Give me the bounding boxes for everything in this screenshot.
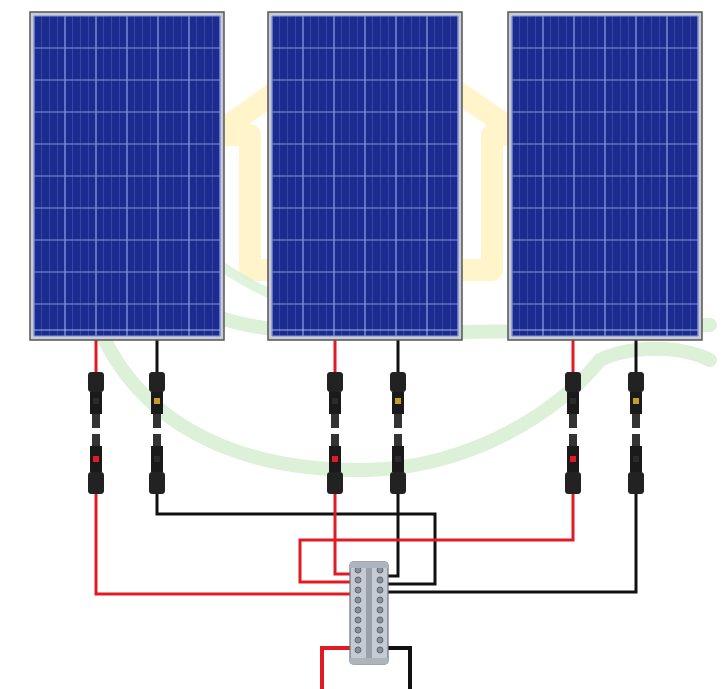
wiring-layer: [94, 340, 638, 689]
mc4-connectors: [88, 372, 644, 494]
connector-lower-pin: [569, 434, 577, 446]
busbar-screw-right: [376, 576, 384, 584]
busbar-screw-right: [376, 596, 384, 604]
connector-lower-nut: [565, 472, 581, 494]
connector-lower-pin: [92, 434, 100, 446]
busbar-screw-left: [354, 596, 362, 604]
connector-lower-pin: [331, 434, 339, 446]
mc4-connector-panel-2-negative: [390, 372, 406, 494]
panel-2-negative-run: [386, 494, 400, 578]
busbar-screw-left: [354, 646, 362, 654]
mc4-connector-panel-3-positive: [565, 372, 581, 494]
busbar-top-cap: [350, 562, 388, 568]
connector-upper-nut: [149, 372, 165, 392]
connector-lower-nut: [327, 472, 343, 494]
solar-panel-1: [29, 11, 225, 341]
connector-upper-pin: [153, 414, 161, 428]
connector-lower-pin: [394, 434, 402, 446]
connector-lower-latch: [395, 456, 401, 462]
busbar-center-divider: [366, 566, 372, 660]
busbar-screw-left: [354, 586, 362, 594]
mc4-connector-panel-2-positive: [327, 372, 343, 494]
connector-upper-nut: [327, 372, 343, 392]
panel-3-positive-run: [298, 494, 575, 584]
mc4-connector-panel-3-negative: [628, 372, 644, 494]
busbar-screw-right: [376, 646, 384, 654]
solar-panel-3: [507, 11, 703, 341]
busbar-screw-left: [354, 606, 362, 614]
connector-lower-nut: [149, 472, 165, 494]
connector-lower-nut: [390, 472, 406, 494]
connector-upper-pin: [632, 414, 640, 428]
connector-upper-latch: [93, 398, 99, 404]
connector-upper-latch: [154, 398, 160, 404]
combiner-busbar: [349, 561, 389, 665]
solar-panel-2: [267, 11, 463, 341]
connector-upper-nut: [565, 372, 581, 392]
busbar-screw-right: [376, 606, 384, 614]
connector-upper-latch: [395, 398, 401, 404]
panel-3-negative-run: [386, 494, 638, 594]
connector-lower-latch: [633, 456, 639, 462]
mc4-connector-panel-1-positive: [88, 372, 104, 494]
connector-upper-pin: [569, 414, 577, 428]
connector-upper-nut: [88, 372, 104, 392]
connector-upper-latch: [633, 398, 639, 404]
busbar-screw-right: [376, 626, 384, 634]
connector-lower-latch: [154, 456, 160, 462]
busbar-screw-right: [376, 636, 384, 644]
connector-upper-nut: [390, 372, 406, 392]
mc4-connector-panel-1-negative: [149, 372, 165, 494]
connector-upper-pin: [92, 414, 100, 428]
solar-panels: [29, 11, 703, 341]
busbar-screw-right: [376, 616, 384, 624]
connector-lower-latch: [332, 456, 338, 462]
connector-upper-latch: [570, 398, 576, 404]
connector-lower-nut: [88, 472, 104, 494]
busbar-bottom-cap: [350, 658, 388, 664]
connector-lower-nut: [628, 472, 644, 494]
connector-lower-pin: [632, 434, 640, 446]
connector-upper-latch: [332, 398, 338, 404]
busbar-screw-left: [354, 576, 362, 584]
connector-lower-latch: [570, 456, 576, 462]
connector-upper-pin: [331, 414, 339, 428]
busbar-screw-left: [354, 636, 362, 644]
connector-lower-pin: [153, 434, 161, 446]
connector-upper-nut: [628, 372, 644, 392]
connector-upper-pin: [394, 414, 402, 428]
busbar-screw-right: [376, 586, 384, 594]
busbar-screw-left: [354, 616, 362, 624]
panel-1-positive-run: [94, 494, 353, 596]
panel-1-negative-run: [155, 494, 437, 586]
leaf-lower-curve-icon: [93, 323, 717, 478]
connector-lower-latch: [93, 456, 99, 462]
busbar-screw-left: [354, 626, 362, 634]
panel-2-positive-run: [333, 494, 353, 576]
